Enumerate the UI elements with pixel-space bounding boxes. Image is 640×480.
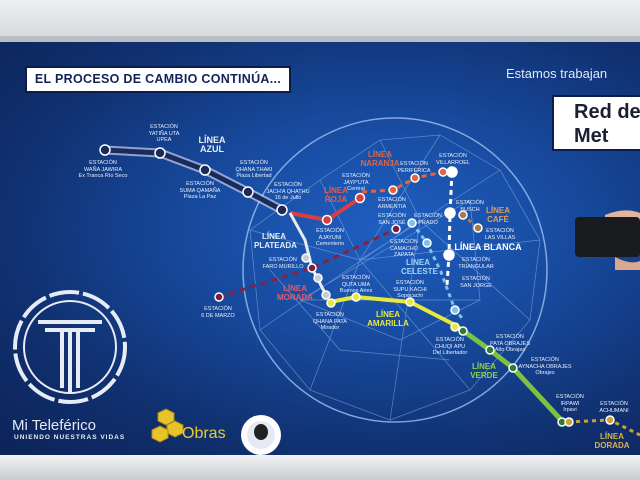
mi-teleferico-brand: Mi Teleférico	[12, 417, 96, 434]
station-6-de-marzo: ESTACIÓN 6 DE MARZO	[201, 306, 235, 319]
station-armentia: ESTACIÓN ARMENTIA	[377, 197, 407, 210]
campaign-subtitle: Estamos trabajan	[506, 66, 608, 81]
label-linea-celeste: LÍNEA CELESTE	[401, 258, 438, 276]
station-jacha-qhathu: ESTACIÓN JACH'A QHATHU 16 de Julio	[266, 182, 310, 201]
station-supu-kachi: ESTACIÓN SUPU KACHI Sopocachi	[393, 280, 427, 299]
obras-logo	[151, 408, 184, 443]
linea-naranja	[361, 170, 444, 194]
campaign-title: EL PROCESO DE CAMBIO CONTINÚA...	[25, 66, 291, 93]
station-villarroel: ESTACIÓN VILLARROEL	[436, 153, 470, 166]
station-busch: ESTACIÓN BUSCH	[456, 200, 484, 213]
obras-brand: Obras	[182, 425, 226, 442]
hand-holding-phone	[575, 210, 640, 270]
label-linea-blanca: LÍNEA BLANCA	[454, 242, 522, 252]
billboard-frame	[0, 36, 640, 42]
label-linea-roja: LÍNEA ROJA	[324, 186, 348, 204]
red-title-line-2: Met	[574, 125, 609, 147]
label-linea-dorada: LÍNEA DORADA	[594, 432, 630, 450]
linea-morada	[218, 227, 397, 299]
label-linea-plateada: LÍNEA PLATEADA	[254, 232, 297, 250]
mi-teleferico-tagline: UNIENDO NUESTRAS VIDAS	[14, 434, 126, 441]
portrait-seal	[241, 415, 281, 455]
station-irpawi: ESTACIÓN IRPAWI Irpavi	[556, 394, 584, 413]
station-achumani: ESTACIÓN ACHUMANI	[599, 401, 629, 414]
label-linea-amarilla: LÍNEA AMARILLA	[367, 310, 409, 328]
station-triangular: ESTACIÓN TRIANGULAR	[458, 257, 494, 270]
station-las-villas: ESTACIÓN LAS VILLAS	[484, 228, 516, 241]
label-linea-verde: LÍNEA VERDE	[470, 362, 498, 380]
linea-celeste	[410, 222, 464, 319]
red-title-box: Red de Met	[552, 95, 640, 151]
station-suma: ESTACIÓN SUMA QAMAÑA Plaza La Paz	[179, 181, 221, 200]
station-san-jose: ESTACIÓN SAN JOSÉ	[378, 213, 406, 226]
station-qhana-thaki: ESTACIÓN QHANA THAKI Plaza Libertad	[235, 160, 273, 179]
station-jayputa: ESTACIÓN JAYP'UTA Central	[342, 173, 370, 192]
station-yatina: ESTACIÓN YATIÑA UTA UPEA	[148, 124, 180, 143]
linea-verde	[460, 327, 565, 424]
station-markers	[99, 144, 615, 427]
linea-azul	[100, 145, 287, 215]
station-prado: ESTACIÓN PRADO	[414, 213, 442, 226]
label-linea-morada: LÍNEA MORADA	[277, 284, 313, 302]
label-linea-naranja: LÍNEA NARANJA	[360, 150, 400, 168]
label-linea-cafe: LÍNEA CAFÉ	[486, 206, 510, 224]
station-qhana-pata: ESTACIÓN QHANA PATA Mirador	[313, 312, 347, 331]
station-aynacha-obrajes: ESTACIÓN AYNACHA OBRAJES Obrajes	[518, 357, 572, 376]
station-camacho-zapata: ESTACIÓN CAMACHO ZAPATA	[389, 239, 419, 258]
station-faro-murillo: ESTACIÓN FARO MURILLO	[262, 257, 304, 270]
mi-teleferico-logo	[13, 290, 127, 404]
wall	[0, 0, 640, 38]
station-ajayuni: ESTACIÓN AJAYUNI Cementerio	[315, 228, 345, 247]
label-linea-azul: LÍNEA AZUL	[198, 135, 226, 154]
billboard-bottom-edge	[0, 455, 640, 480]
station-wana-jawira: ESTACIÓN WAÑA JAWIRA Ex Tranca Río Seco	[78, 160, 128, 179]
station-pata-obrajes: ESTACIÓN PATA OBRAJES Alto Obrajes	[489, 334, 531, 353]
red-title-line-1: Red de	[574, 101, 640, 123]
station-san-jorge: ESTACIÓN SAN JORGE	[460, 276, 492, 289]
linea-blanca	[445, 171, 454, 286]
station-chuqi-apu: ESTACIÓN CHUQI APU Del Libertador	[432, 337, 468, 356]
station-quta-uma: ESTACIÓN QUTA UMA Buenos Aires	[339, 275, 373, 294]
station-periferica: ESTACIÓN PERIFÉRICA	[397, 161, 431, 174]
